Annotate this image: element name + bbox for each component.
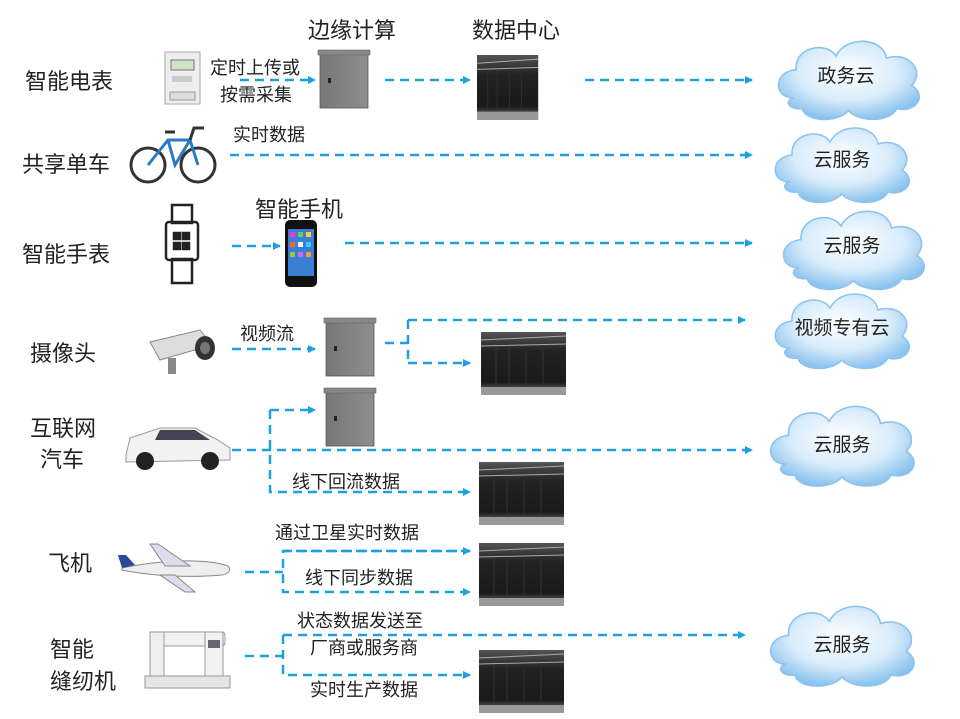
label-offline-sync: 线下同步数据 bbox=[305, 568, 413, 589]
cloud-service-watch: 云服务 bbox=[782, 210, 926, 291]
svg-text:云服务: 云服务 bbox=[813, 634, 870, 656]
airplane-icon bbox=[118, 543, 231, 593]
datacenter-sewing bbox=[478, 649, 565, 714]
smart-meter-icon bbox=[164, 51, 201, 105]
svg-text:视频专有云: 视频专有云 bbox=[794, 317, 889, 339]
label-video-stream: 视频流 bbox=[240, 324, 294, 345]
device-label-airplane: 飞机 bbox=[48, 552, 92, 577]
header-edge-computing: 边缘计算 bbox=[308, 19, 396, 44]
device-label-shared-bike: 共享单车 bbox=[22, 153, 110, 178]
label-smartphone: 智能手机 bbox=[255, 198, 343, 223]
flow-arrows bbox=[230, 76, 753, 679]
device-label-sewing-2: 缝纫机 bbox=[50, 670, 116, 695]
camera-icon bbox=[149, 329, 215, 374]
datacenter-car bbox=[478, 461, 565, 526]
edge-cabinet-car bbox=[323, 387, 377, 447]
label-scheduled-upload: 定时上传或 bbox=[210, 58, 300, 79]
cloud-service-car: 云服务 bbox=[769, 405, 915, 487]
svg-text:政务云: 政务云 bbox=[817, 65, 874, 87]
car-icon bbox=[125, 427, 231, 470]
cloud-service-bike: 云服务 bbox=[774, 127, 911, 204]
edge-cabinet-camera bbox=[323, 317, 377, 377]
svg-text:云服务: 云服务 bbox=[813, 149, 870, 171]
edge-cabinet-meter bbox=[317, 49, 371, 109]
label-realtime-data: 实时数据 bbox=[233, 125, 305, 146]
smart-watch-icon bbox=[164, 203, 200, 285]
label-on-demand: 按需采集 bbox=[220, 85, 292, 106]
device-label-connected-car-2: 汽车 bbox=[40, 448, 84, 473]
device-label-sewing-1: 智能 bbox=[50, 638, 94, 663]
device-label-smart-watch: 智能手表 bbox=[22, 243, 110, 268]
label-satellite-realtime: 通过卫星实时数据 bbox=[275, 523, 419, 544]
bike-icon bbox=[129, 126, 217, 184]
sewing-machine-icon bbox=[144, 631, 231, 689]
header-data-center: 数据中心 bbox=[472, 19, 560, 44]
cloud-government: 政务云 bbox=[777, 40, 921, 121]
device-label-camera: 摄像头 bbox=[30, 342, 96, 367]
cloud-video-private: 视频专有云 bbox=[774, 293, 911, 370]
device-label-connected-car-1: 互联网 bbox=[30, 417, 96, 442]
datacenter-meter bbox=[476, 54, 539, 121]
svg-text:云服务: 云服务 bbox=[823, 235, 880, 257]
label-status-data-1: 状态数据发送至 bbox=[297, 611, 423, 632]
label-status-data-2: 厂商或服务商 bbox=[310, 638, 418, 659]
label-offline-backflow: 线下回流数据 bbox=[292, 472, 400, 493]
datacenter-plane bbox=[478, 542, 565, 607]
label-production-data: 实时生产数据 bbox=[310, 680, 418, 701]
device-label-smart-meter: 智能电表 bbox=[25, 70, 113, 95]
svg-text:云服务: 云服务 bbox=[813, 434, 870, 456]
smartphone-icon bbox=[285, 220, 317, 287]
datacenter-camera bbox=[480, 331, 567, 396]
cloud-service-sewing: 云服务 bbox=[769, 605, 915, 687]
